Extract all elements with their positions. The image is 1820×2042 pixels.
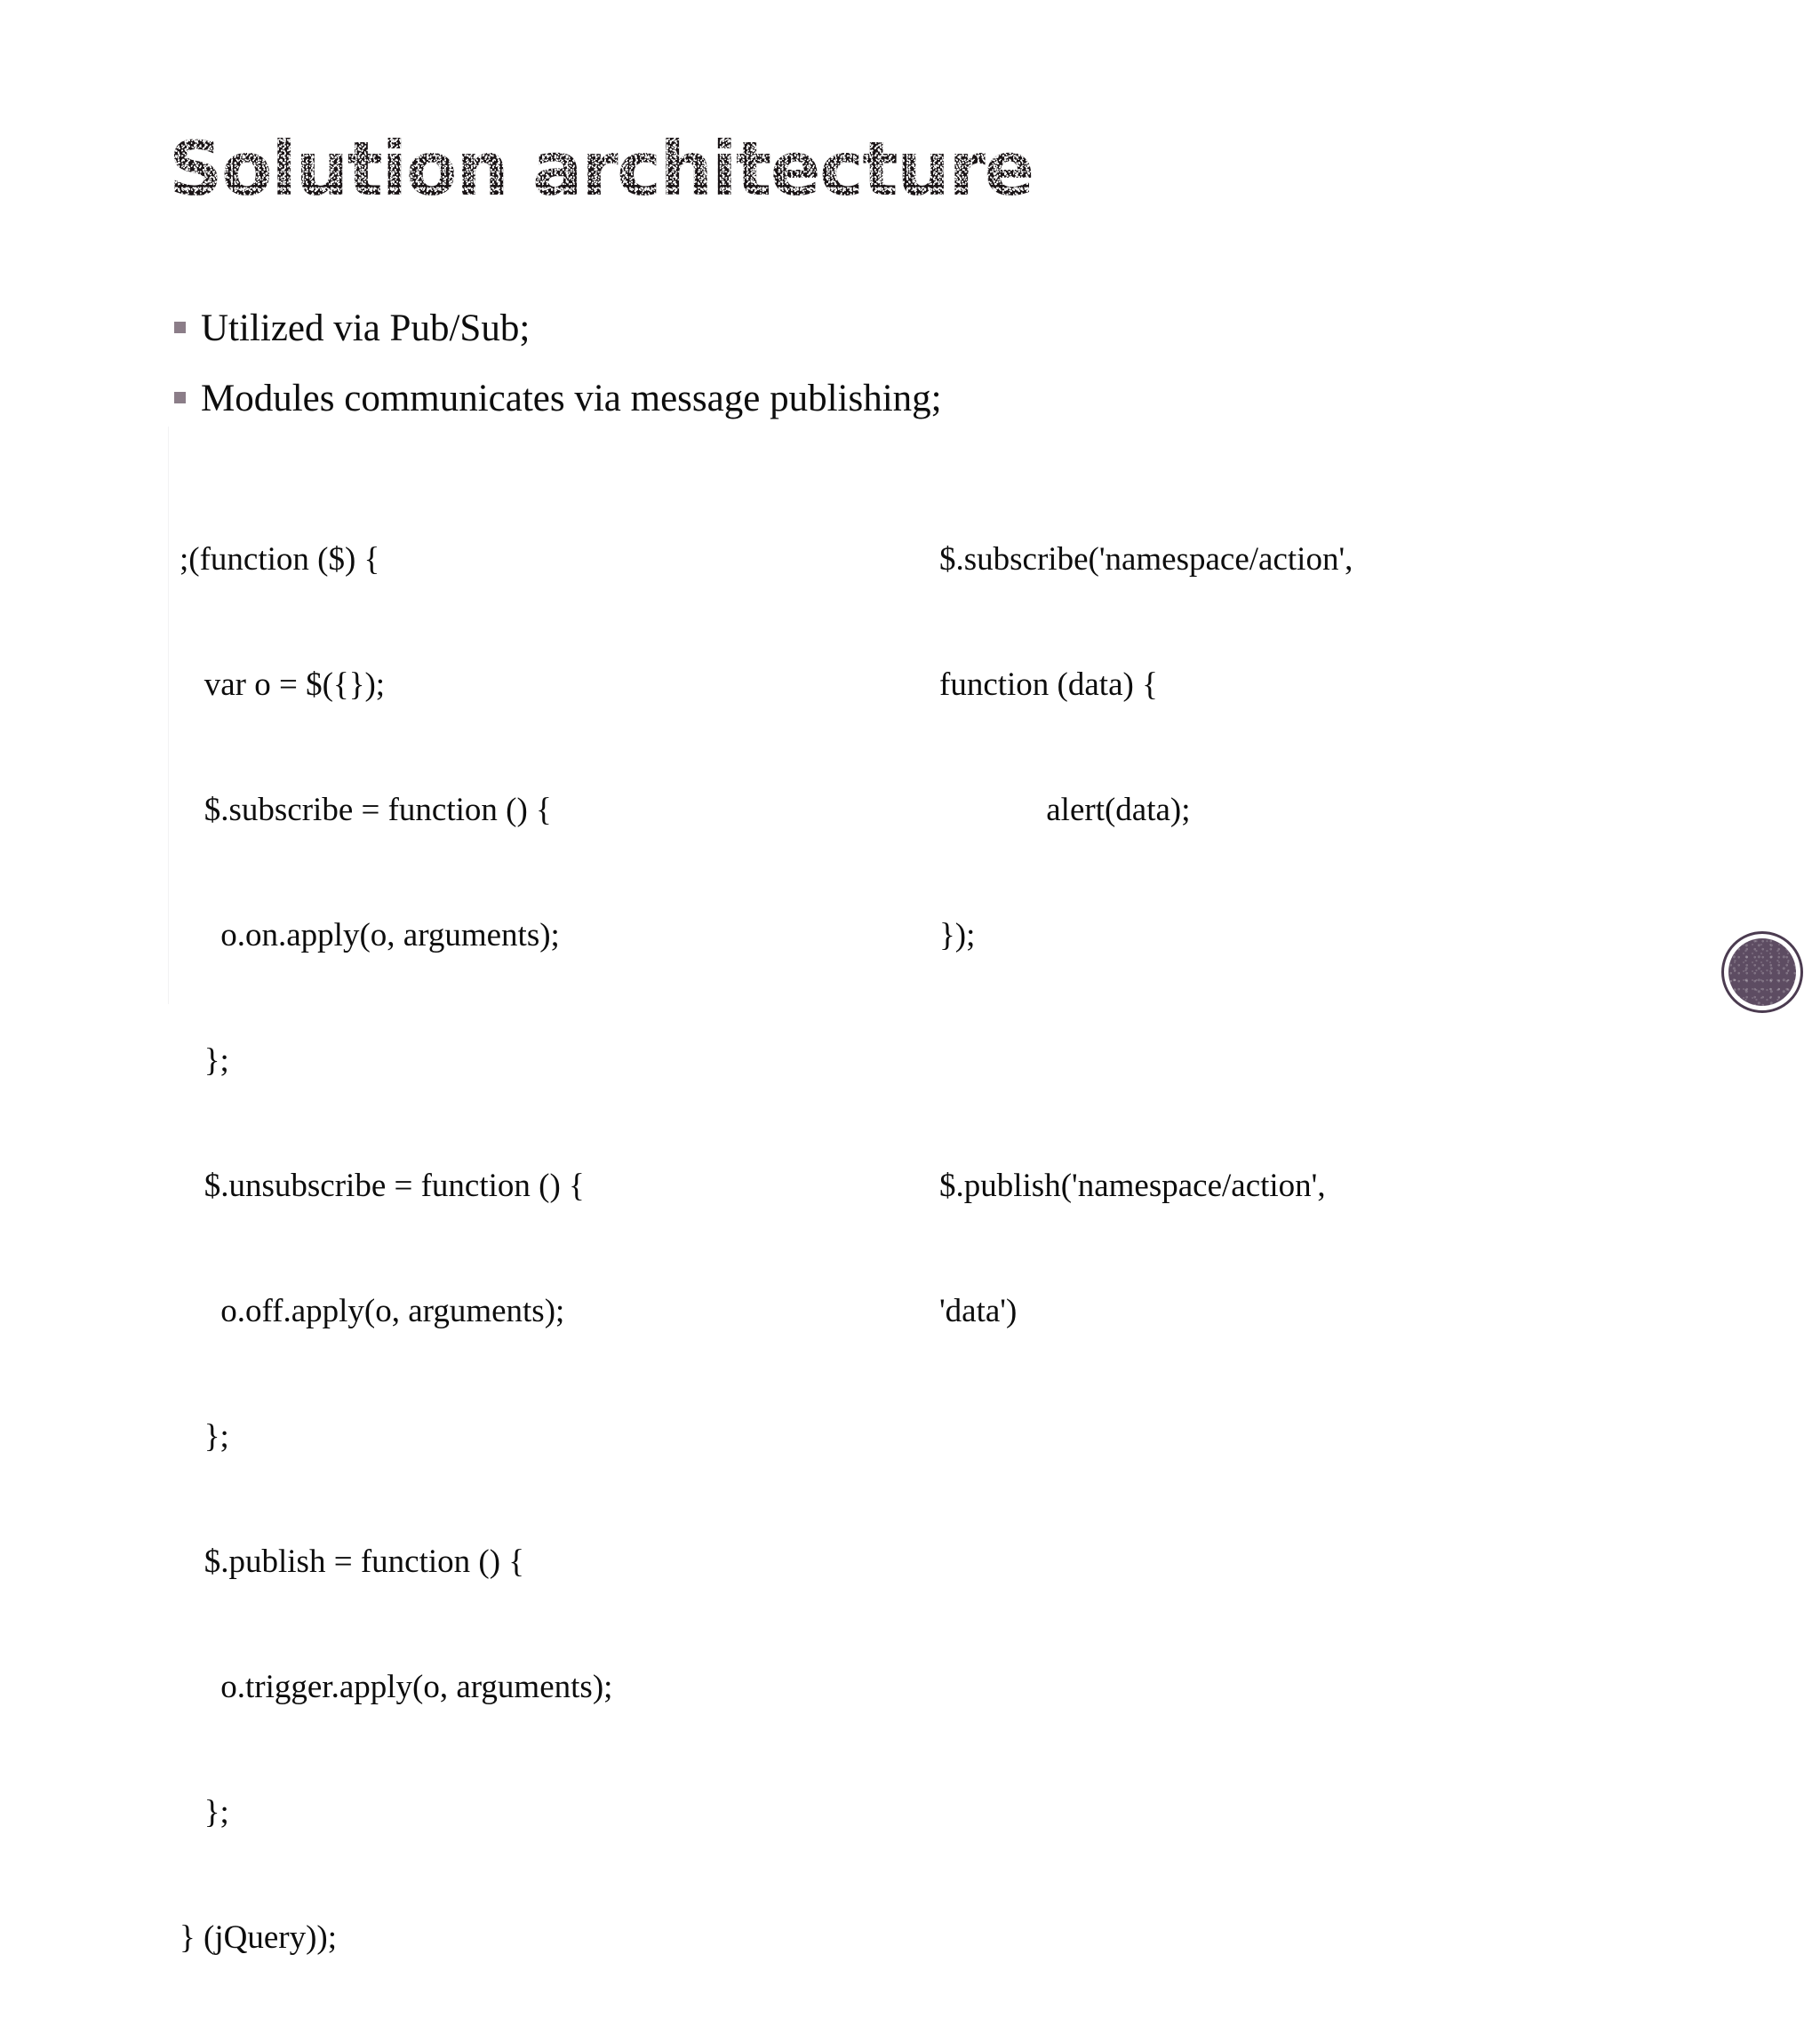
code-line: }); <box>939 917 976 953</box>
code-line: function (data) { <box>939 666 1158 703</box>
code-line-blank <box>939 1040 1704 1081</box>
square-bullet-icon <box>174 322 186 333</box>
code-line: $.publish('namespace/action', <box>939 1168 1326 1204</box>
code-line: alert(data); <box>939 792 1191 828</box>
code-line: 'data') <box>939 1293 1018 1329</box>
code-line: o.off.apply(o, arguments); <box>180 1293 565 1329</box>
code-block-left: ;(function ($) { var o = $({}); $.subscr… <box>169 455 917 2042</box>
code-line: $.publish = function () { <box>180 1543 525 1580</box>
logo-outer-ring <box>1721 931 1803 1013</box>
code-columns: ;(function ($) { var o = $({}); $.subscr… <box>169 455 1768 1956</box>
list-item-label: Utilized via Pub/Sub; <box>201 307 531 349</box>
code-line: o.on.apply(o, arguments); <box>180 917 560 953</box>
code-line: $.subscribe('namespace/action', <box>939 541 1353 578</box>
title-placeholder: Solution architecture <box>169 123 1591 220</box>
code-line: }; <box>180 1794 229 1831</box>
page-title: Solution architecture <box>169 123 1591 215</box>
content-placeholder-guide <box>168 427 169 1004</box>
bullet-list: Utilized via Pub/Sub; Modules communicat… <box>174 307 1685 447</box>
presentation-slide: Solution architecture Utilized via Pub/S… <box>168 123 1803 1956</box>
list-item: Modules communicates via message publish… <box>174 377 1685 421</box>
code-block-right: $.subscribe('namespace/action', function… <box>917 455 1704 1416</box>
code-line: var o = $({}); <box>180 666 386 703</box>
logo-text <box>1728 938 1796 1006</box>
square-bullet-icon <box>174 392 186 403</box>
code-line: }; <box>180 1418 229 1455</box>
code-line: $.subscribe = function () { <box>180 792 552 828</box>
code-line: } (jQuery)); <box>180 1919 337 1956</box>
code-line: }; <box>180 1042 229 1079</box>
list-item-label: Modules communicates via message publish… <box>201 378 942 419</box>
code-line: $.unsubscribe = function () { <box>180 1168 585 1204</box>
code-line: o.trigger.apply(o, arguments); <box>180 1669 613 1705</box>
list-item: Utilized via Pub/Sub; <box>174 307 1685 351</box>
logo-disc <box>1728 938 1796 1006</box>
logo-inner-ring <box>1725 935 1800 1009</box>
code-line: ;(function ($) { <box>180 541 380 578</box>
circular-badge-logo <box>1721 931 1803 1013</box>
